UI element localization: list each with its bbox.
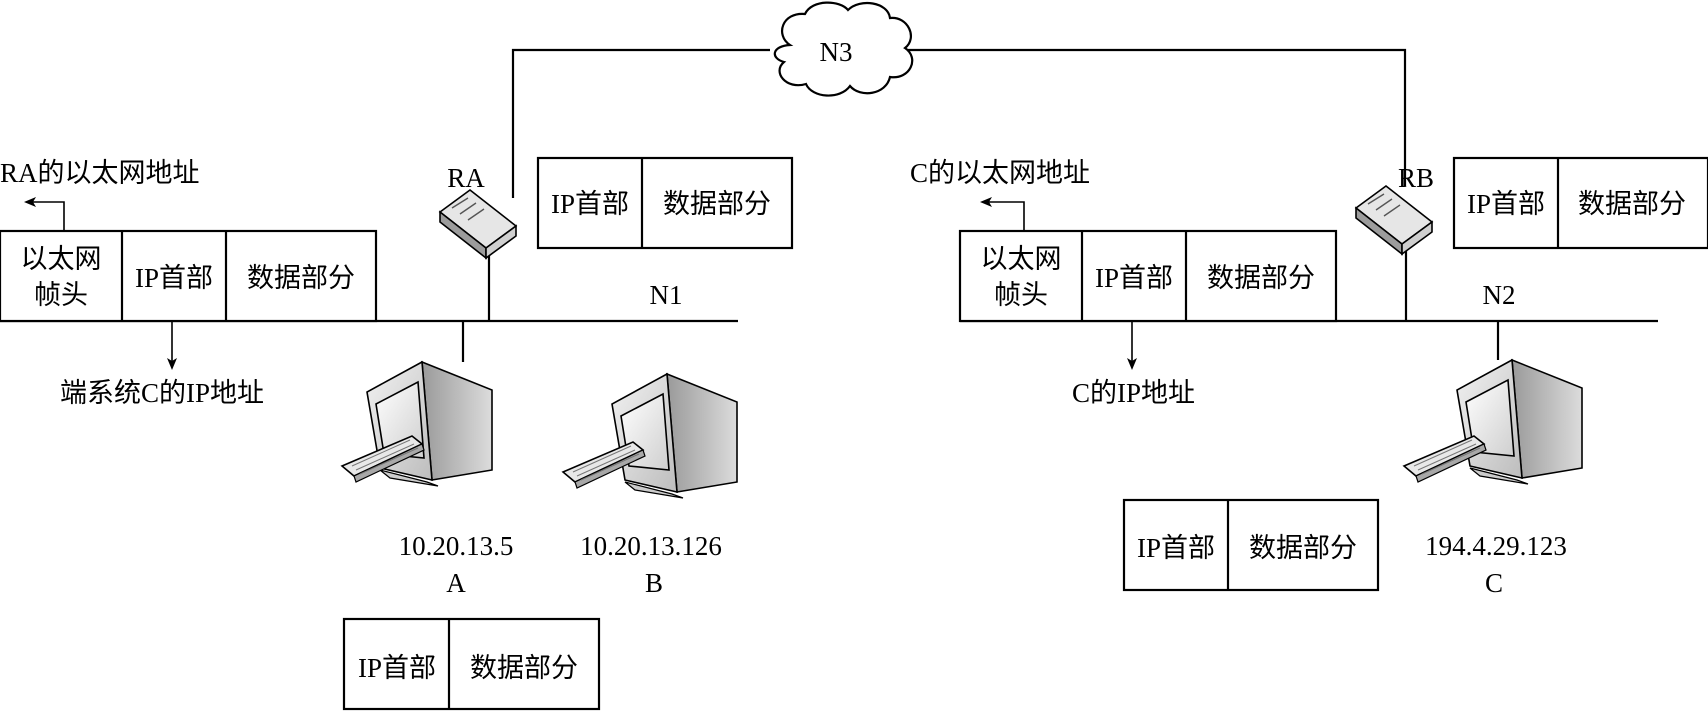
link-n3-rb [905,48,1407,186]
packet-host-c: IP首部 数据部分 [1122,498,1380,592]
frame-left-ip-header: IP首部 [135,263,213,293]
frame-left-eth-header-1: 以太网 [21,244,102,274]
arrow-right-mac [980,197,1025,231]
cloud-n3-icon [773,1,914,97]
frame-right-eth-header-2: 帧头 [994,280,1048,310]
router-ra-label: RA [447,163,485,193]
frame-left-eth-header-2: 帧头 [34,280,88,310]
host-a-name: A [446,568,466,598]
host-b-ip: 10.20.13.126 [580,531,722,561]
cloud-n3-label: N3 [820,37,853,67]
frame-right: 以太网 帧头 IP首部 数据部分 [958,229,1338,323]
host-c-name: C [1485,568,1503,598]
frame-right-eth-header-1: 以太网 [981,244,1062,274]
packet-rb: IP首部 数据部分 [1452,156,1708,250]
packet-host-a-ip-header: IP首部 [358,653,436,683]
host-c-ip: 194.4.29.123 [1425,531,1567,561]
link-ra-n3 [511,48,770,198]
packet-host-a: IP首部 数据部分 [342,617,601,711]
computer-a-icon [340,360,493,487]
host-b-name: B [645,568,663,598]
computer-c-icon [1402,358,1583,485]
packet-ra-data: 数据部分 [663,189,771,219]
frame-right-ip-header: IP首部 [1095,263,1173,293]
note-left-ip: 端系统C的IP地址 [60,378,264,408]
packet-rb-data: 数据部分 [1578,189,1686,219]
frame-left: 以太网 帧头 IP首部 数据部分 [0,229,378,323]
router-ra-icon [438,188,518,260]
packet-rb-ip-header: IP首部 [1467,189,1545,219]
frame-right-data: 数据部分 [1207,263,1315,293]
router-rb-icon [1354,184,1434,256]
packet-ra-ip-header: IP首部 [551,189,629,219]
packet-host-c-data: 数据部分 [1249,533,1357,563]
note-left-mac: RA的以太网地址 [0,158,200,188]
packet-host-c-ip-header: IP首部 [1137,533,1215,563]
arrow-left-mac [24,197,65,231]
frame-left-data: 数据部分 [247,263,355,293]
note-right-mac: C的以太网地址 [910,158,1090,188]
router-rb-label: RB [1398,163,1434,193]
host-a-ip: 10.20.13.5 [399,531,514,561]
lan-n2-label: N2 [1483,280,1516,310]
packet-host-a-data: 数据部分 [470,653,578,683]
note-right-ip: C的IP地址 [1072,378,1195,408]
computer-b-icon [561,372,738,499]
lan-n1-label: N1 [650,280,683,310]
packet-ra: IP首部 数据部分 [536,156,794,250]
